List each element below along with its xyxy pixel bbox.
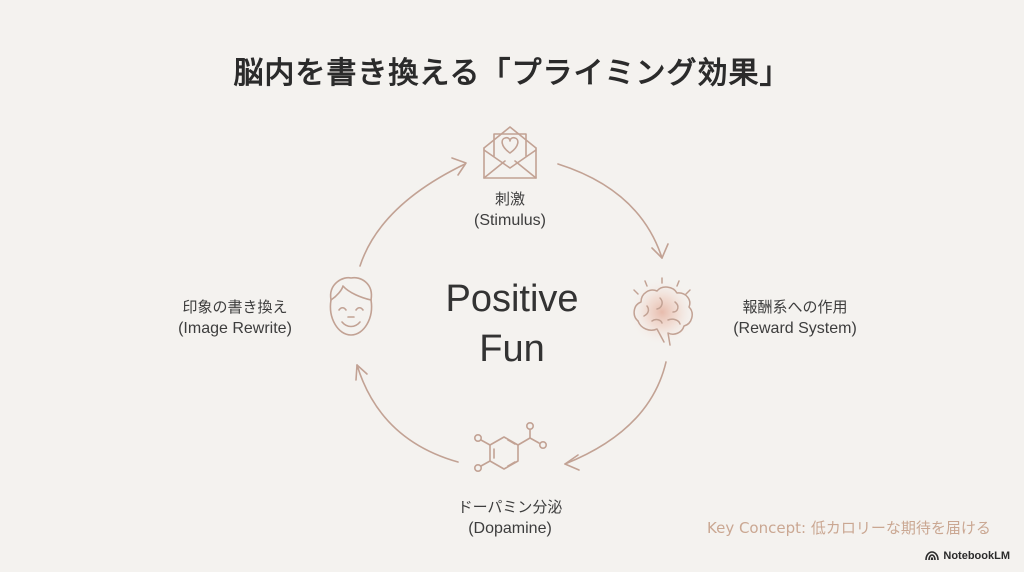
notebooklm-brand: NotebookLM	[925, 550, 1010, 562]
arrow-dopamine-to-image	[355, 364, 459, 463]
node-reward-jp: 報酬系への作用	[742, 298, 848, 316]
brain-icon	[628, 277, 696, 346]
node-stimulus-label: 刺激 (Stimulus)	[455, 188, 565, 232]
center-concept: Positive Fun	[412, 274, 612, 374]
notebooklm-logo-icon	[925, 551, 940, 561]
node-image-rewrite-label: 印象の書き換え (Image Rewrite)	[160, 296, 310, 340]
envelope-heart-icon	[483, 126, 537, 179]
arrow-image-to-stimulus	[359, 157, 467, 267]
arrow-reward-to-dopamine	[564, 361, 667, 471]
arrow-stimulus-to-reward	[557, 163, 669, 259]
node-dopamine-en: (Dopamine)	[468, 520, 552, 537]
cycle-arrows	[355, 157, 669, 471]
node-stimulus-en: (Stimulus)	[473, 212, 546, 229]
smiling-face-icon	[329, 276, 373, 336]
node-dopamine-jp: ドーパミン分泌	[457, 498, 563, 516]
node-reward-en: (Reward System)	[733, 320, 857, 337]
node-dopamine-label: ドーパミン分泌 (Dopamine)	[430, 496, 590, 540]
node-reward-label: 報酬系への作用 (Reward System)	[710, 296, 880, 340]
page-title: 脳内を書き換える「プライミング効果」	[233, 56, 791, 91]
node-stimulus-jp: 刺激	[494, 190, 525, 208]
molecule-icon	[473, 421, 547, 472]
center-line-1: Positive	[445, 278, 579, 320]
brand-name: NotebookLM	[943, 550, 1010, 562]
center-line-2: Fun	[479, 328, 545, 370]
node-image-rewrite-jp: 印象の書き換え	[182, 298, 288, 316]
key-concept-text: Key Concept: 低カロリーな期待を届ける	[707, 519, 991, 537]
node-image-rewrite-en: (Image Rewrite)	[178, 320, 292, 337]
